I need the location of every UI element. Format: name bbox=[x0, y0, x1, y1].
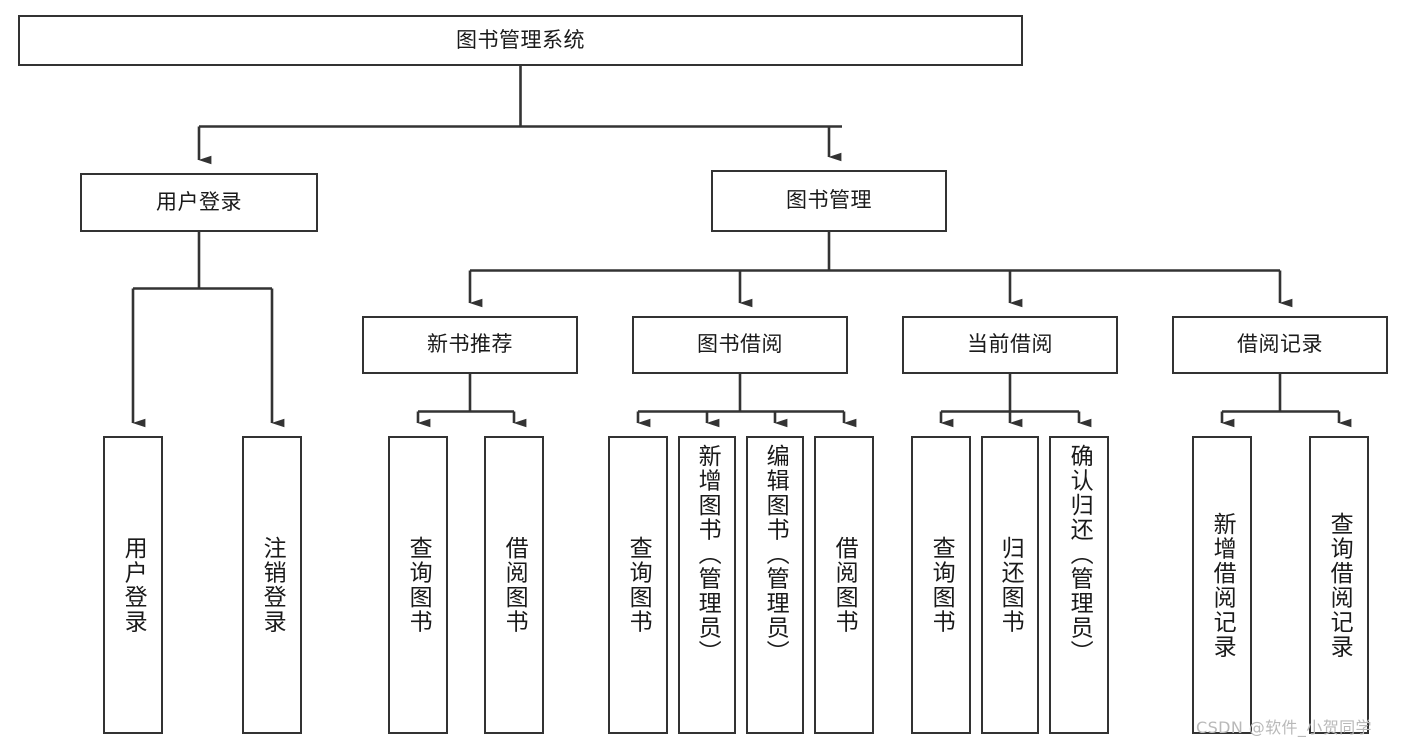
leaf-borrow-book-borrow[interactable]: 借阅图书 bbox=[814, 436, 874, 734]
leaf-borrow-book-recommend[interactable]: 借阅图书 bbox=[484, 436, 544, 734]
node-current-borrow[interactable]: 当前借阅 bbox=[902, 316, 1118, 374]
node-label: 编辑图书（管理员） bbox=[762, 444, 789, 665]
node-book-manage[interactable]: 图书管理 bbox=[711, 170, 947, 232]
leaf-edit-book-admin[interactable]: 编辑图书（管理员） bbox=[746, 436, 804, 734]
node-new-book-recommend[interactable]: 新书推荐 bbox=[362, 316, 578, 374]
leaf-query-book-current[interactable]: 查询图书 bbox=[911, 436, 971, 734]
node-label: 新增借阅记录 bbox=[1209, 511, 1236, 659]
node-label: 用户登录 bbox=[120, 536, 147, 634]
node-label: 图书管理系统 bbox=[456, 27, 585, 52]
node-label: 查询图书 bbox=[928, 536, 955, 634]
node-label: 新增图书（管理员） bbox=[694, 444, 721, 665]
node-label: 注销登录 bbox=[259, 536, 286, 634]
leaf-user-login[interactable]: 用户登录 bbox=[103, 436, 163, 734]
node-label: 借阅记录 bbox=[1237, 332, 1323, 357]
leaf-query-book-borrow[interactable]: 查询图书 bbox=[608, 436, 668, 734]
node-label: 借阅图书 bbox=[501, 536, 528, 634]
node-label: 新书推荐 bbox=[427, 332, 513, 357]
node-label: 查询图书 bbox=[405, 536, 432, 634]
node-book-borrow[interactable]: 图书借阅 bbox=[632, 316, 848, 374]
node-label: 用户登录 bbox=[156, 189, 242, 214]
leaf-confirm-return-admin[interactable]: 确认归还（管理员） bbox=[1049, 436, 1109, 734]
node-label: 当前借阅 bbox=[967, 332, 1053, 357]
leaf-add-book-admin[interactable]: 新增图书（管理员） bbox=[678, 436, 736, 734]
node-label: 确认归还（管理员） bbox=[1066, 444, 1093, 665]
leaf-query-borrow-record[interactable]: 查询借阅记录 bbox=[1309, 436, 1369, 734]
node-label: 查询借阅记录 bbox=[1326, 511, 1353, 659]
leaf-add-borrow-record[interactable]: 新增借阅记录 bbox=[1192, 436, 1252, 734]
node-root-system[interactable]: 图书管理系统 bbox=[18, 15, 1023, 66]
node-label: 图书借阅 bbox=[697, 332, 783, 357]
node-label: 借阅图书 bbox=[831, 536, 858, 634]
node-borrow-record[interactable]: 借阅记录 bbox=[1172, 316, 1388, 374]
leaf-return-book[interactable]: 归还图书 bbox=[981, 436, 1039, 734]
leaf-query-book-recommend[interactable]: 查询图书 bbox=[388, 436, 448, 734]
node-label: 图书管理 bbox=[786, 188, 872, 213]
node-label: 归还图书 bbox=[997, 536, 1024, 634]
node-label: 查询图书 bbox=[625, 536, 652, 634]
leaf-logout-login[interactable]: 注销登录 bbox=[242, 436, 302, 734]
node-user-login[interactable]: 用户登录 bbox=[80, 173, 318, 232]
